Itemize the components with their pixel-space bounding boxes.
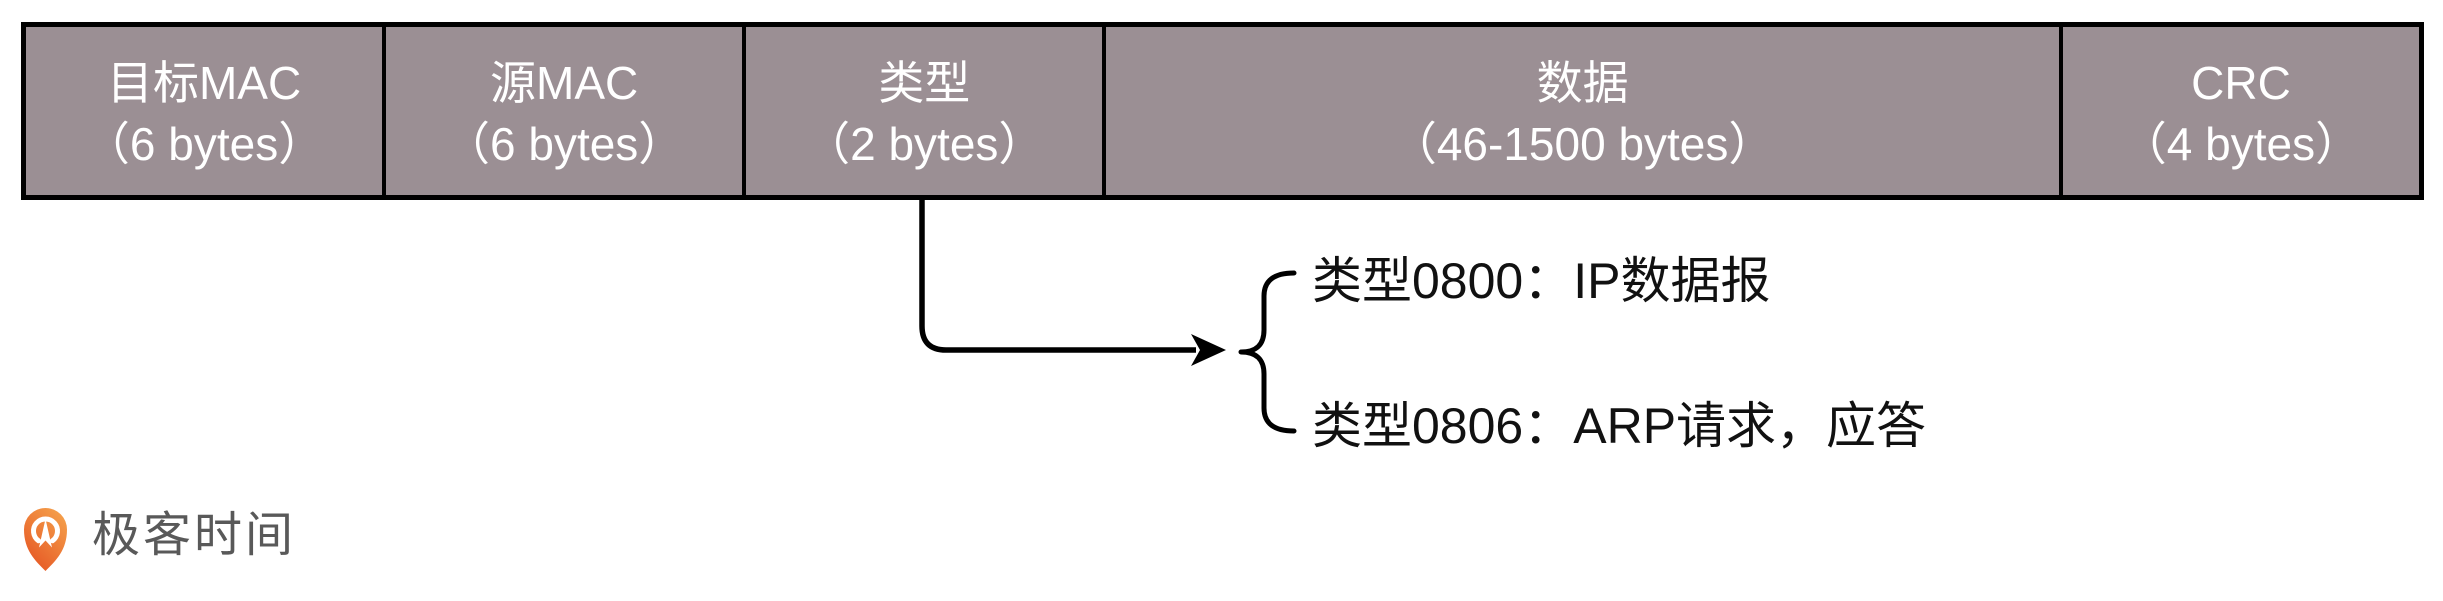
- frame-field-dest-mac: 目标MAC （6 bytes）: [26, 27, 382, 195]
- frame-field-crc: CRC （4 bytes）: [2058, 27, 2419, 195]
- arrowhead-icon: [1191, 334, 1226, 366]
- ethernet-frame-table: 目标MAC （6 bytes） 源MAC （6 bytes） 类型 （2 byt…: [21, 22, 2424, 200]
- elbow-arrow-line: [919, 200, 1196, 353]
- field-size: （4 bytes）: [2120, 118, 2362, 170]
- frame-field-type: 类型 （2 bytes）: [742, 27, 1102, 195]
- field-label: CRC: [2191, 57, 2291, 110]
- frame-field-src-mac: 源MAC （6 bytes）: [382, 27, 742, 195]
- geektime-logo-text: 极客时间: [92, 509, 297, 562]
- field-label: 类型: [878, 57, 971, 110]
- field-label: 目标MAC: [106, 57, 302, 110]
- curly-brace: [1238, 270, 1297, 434]
- field-size: （2 bytes）: [804, 118, 1045, 170]
- field-size: （46-1500 bytes）: [1390, 118, 1775, 170]
- field-label: 数据: [1536, 57, 1629, 110]
- geektime-pin-icon: [24, 508, 67, 571]
- frame-field-data: 数据 （46-1500 bytes）: [1102, 27, 2059, 195]
- field-size: （6 bytes）: [444, 118, 685, 170]
- field-size: （6 bytes）: [83, 118, 325, 170]
- annotation-type-0800: 类型0800：IP数据报: [1312, 253, 1771, 309]
- field-label: 源MAC: [490, 57, 639, 110]
- annotation-type-0806: 类型0806：ARP请求，应答: [1312, 398, 1927, 454]
